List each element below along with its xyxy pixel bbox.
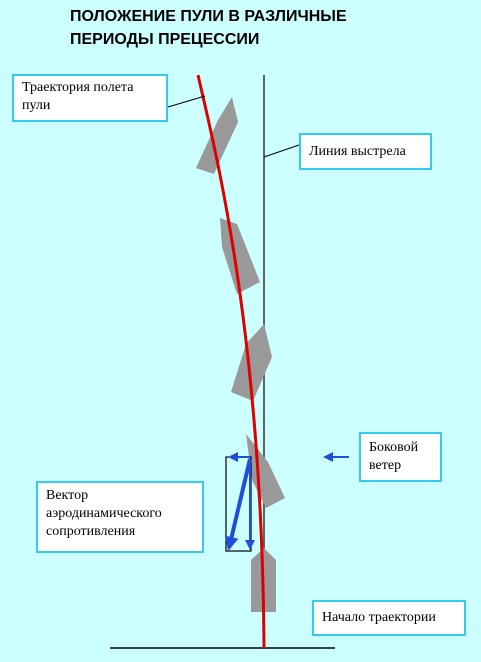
title-line-2: ПЕРИОДЫ ПРЕЦЕССИИ — [70, 31, 260, 48]
trajectory-label: Траектория полета пули — [12, 74, 168, 122]
trajectory-label-line-1: Траектория полета — [22, 80, 134, 95]
bullet-shape-2 — [220, 218, 260, 294]
bullet-shape-3 — [231, 324, 272, 401]
line-of-fire-label-line-1: Линия выстрела — [309, 144, 406, 159]
drag-vector-label-line-3: сопротивления — [46, 524, 136, 539]
line-of-fire-label: Линия выстрела — [299, 133, 432, 170]
trajectory-start-label: Начало траектории — [312, 600, 466, 636]
diagram-title: ПОЛОЖЕНИЕ ПУЛИ В РАЗЛИЧНЫЕ ПЕРИОДЫ ПРЕЦЕ… — [70, 5, 347, 51]
trajectory-label-line-2: пули — [22, 98, 51, 113]
drag-vector-label-line-1: Вектор — [46, 488, 89, 503]
crosswind-label-line-2: ветер — [369, 458, 402, 473]
trajectory-curve — [196, 74, 266, 649]
bullet-shape-4 — [246, 434, 285, 508]
drag-vector-label-line-2: аэродинамического — [46, 506, 162, 521]
drag-vector-arrow — [224, 458, 252, 551]
crosswind-label-line-1: Боковой — [369, 440, 419, 455]
bullet-shape-1 — [196, 97, 238, 174]
trajectory-leader-line — [167, 95, 206, 108]
drag-vector-label: Вектор аэродинамического сопротивления — [36, 481, 204, 553]
line-of-fire-leader-line — [263, 144, 300, 158]
crosswind-label: Боковой ветер — [359, 432, 442, 482]
title-line-1: ПОЛОЖЕНИЕ ПУЛИ В РАЗЛИЧНЫЕ — [70, 8, 347, 25]
trajectory-start-label-line-1: Начало траектории — [322, 610, 436, 625]
